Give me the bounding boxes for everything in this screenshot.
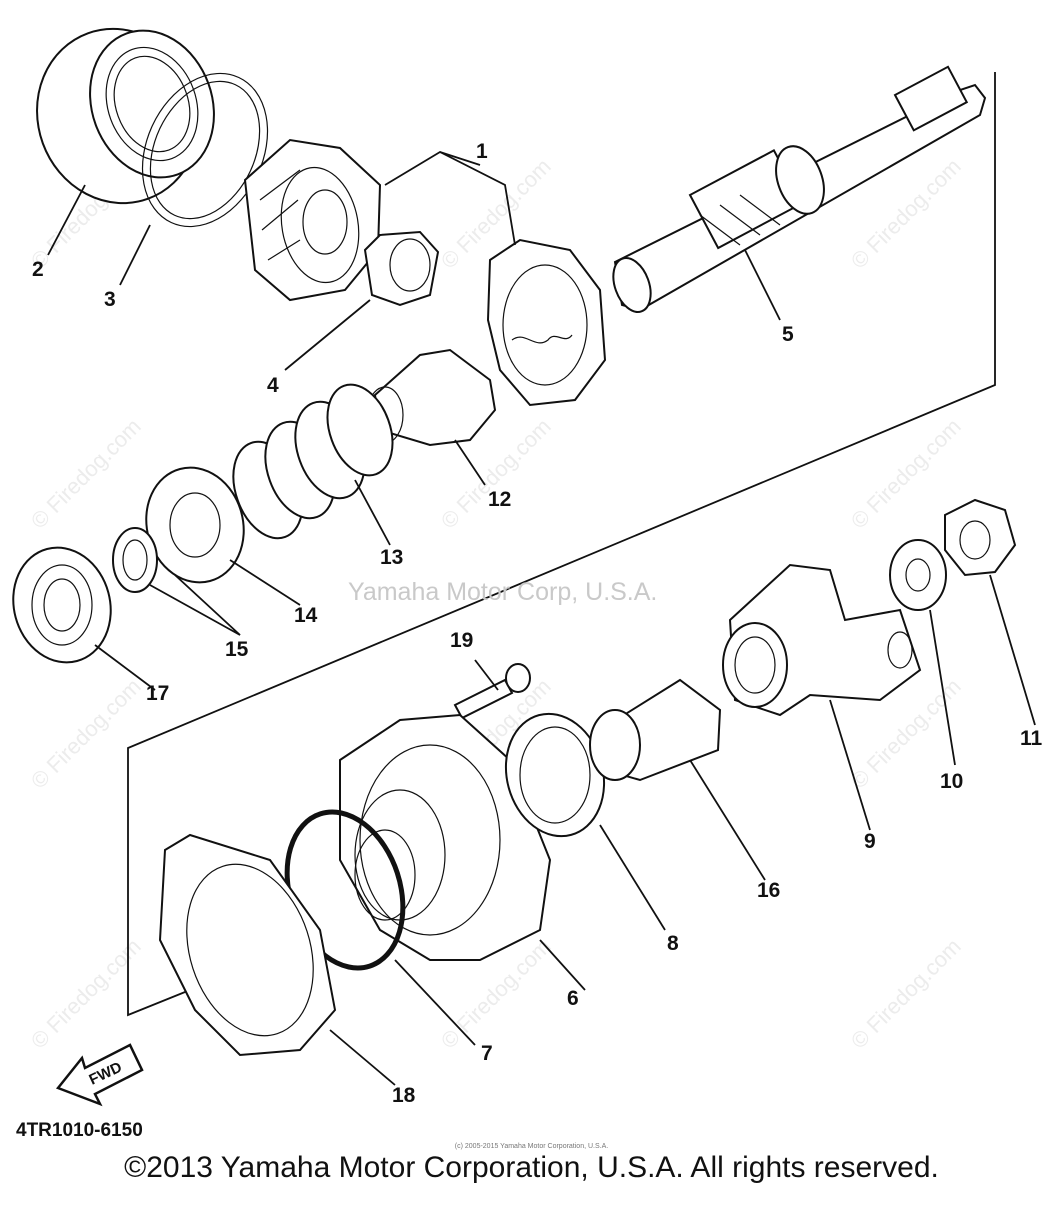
part-2-bearing [36, 27, 215, 205]
part-label-12: 12 [488, 488, 511, 511]
svg-text:© Firedog.com: © Firedog.com [26, 414, 146, 534]
part-13-spring [232, 383, 394, 540]
diagram-code: 4TR1010-6150 [16, 1120, 143, 1141]
part-label-7: 7 [481, 1042, 493, 1065]
part-label-13: 13 [380, 546, 403, 569]
part-label-4: 4 [267, 374, 279, 397]
small-notice: (c) 2005-2015 Yamaha Motor Corporation, … [454, 1143, 609, 1150]
assembly-outline [127, 72, 996, 1017]
part-15-collar [112, 527, 158, 593]
part-label-8: 8 [667, 932, 679, 955]
leader-lines [47, 150, 1036, 1086]
part-label-16: 16 [757, 879, 780, 902]
part-label-6: 6 [567, 987, 579, 1010]
part-label-17: 17 [146, 682, 169, 705]
part-number-labels: 1 2 3 4 5 6 7 8 9 10 11 12 13 14 15 16 1… [32, 140, 1043, 1107]
part-label-14: 14 [294, 604, 318, 627]
part-label-9: 9 [864, 830, 876, 853]
part-17-bearing [12, 546, 112, 664]
part-label-1: 1 [476, 140, 488, 163]
center-watermark: Yamaha Motor Corp, U.S.A. [348, 578, 658, 606]
part-9-yoke [722, 563, 922, 717]
fwd-arrow-icon: FWD [55, 1043, 144, 1107]
part-label-18: 18 [392, 1084, 416, 1107]
part-label-5: 5 [782, 323, 794, 346]
part-label-10: 10 [940, 770, 963, 793]
part-10-washer [889, 539, 947, 611]
part-16-collar [589, 678, 722, 782]
part-label-19: 19 [450, 629, 473, 652]
copyright-notice: ©2013 Yamaha Motor Corporation, U.S.A. A… [124, 1151, 939, 1184]
part-6-housing [339, 713, 552, 961]
part-label-2: 2 [32, 258, 44, 281]
part-label-11: 11 [1020, 727, 1043, 750]
svg-text:© Firedog.com: © Firedog.com [846, 934, 966, 1054]
part-label-3: 3 [104, 288, 116, 311]
part-18-plate [158, 833, 337, 1057]
part-4-bushing [363, 230, 440, 307]
part-11-nut [944, 498, 1017, 577]
part-label-15: 15 [225, 638, 249, 661]
part-5-shaft [612, 65, 987, 313]
